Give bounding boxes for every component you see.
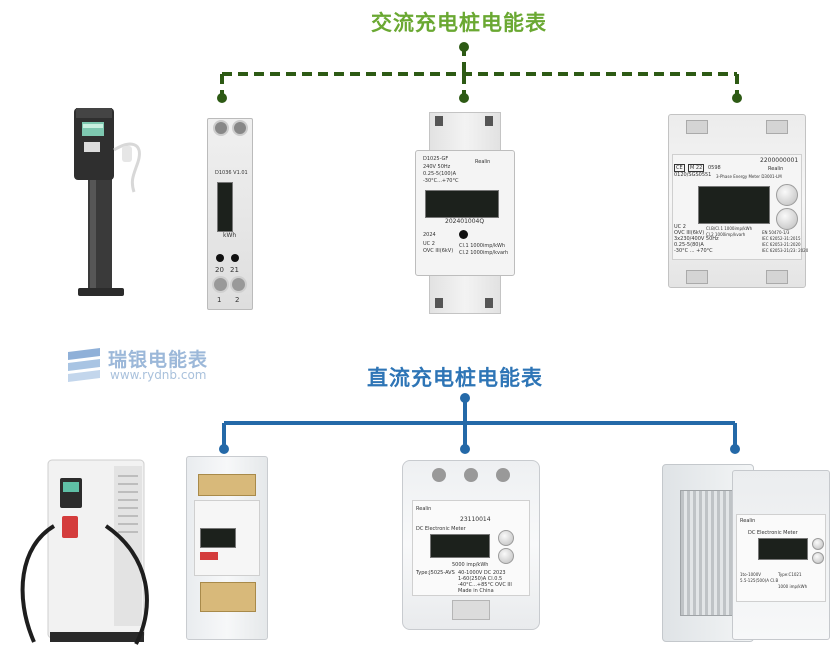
ac-title: 交流充电桩电能表 [371,11,547,35]
dc-meter-2-serial: 23110014 [460,516,491,523]
ac-meter-2-uc: UC 2 [423,241,435,247]
dc-meter-3-type: Type:C1021 [778,572,802,577]
ac-meter-1-image: D1036 V1.01 kWh 20 21 1 2 [205,118,253,312]
dc-connector [222,398,737,447]
dc-title: 直流充电桩电能表 [367,366,543,390]
dc-meter-3-spec2: 5.5-125(500)A CI.B [740,578,779,583]
ac-meter-3-volt: 3x230/400V 50Hz [674,236,719,242]
ac-meter-3-m22: M 22 [688,164,705,172]
ac-meter-3-ovc: OVC III(6kV) [674,230,705,236]
dc-meter-3-spec1: 1to-1000V [740,572,761,577]
dc-meter-2-spec2: 1-60(250)A Cl.0.5 [458,576,503,582]
ac-meter-2-temp: -30°C...+70°C [423,178,459,184]
ac-meter-3-curr: 0.25-5(80)A [674,242,704,248]
dc-meter-2-brand: Realin [416,506,432,512]
dc-meter-2-spec3: -40°C...+85°C OVC III [458,582,512,588]
dc-meter-3-name: DC Electronic Meter [748,530,798,536]
ac-meter-3-image: 2200000001 CE M 22 0598 Realin 0120/SGS0… [668,114,809,288]
dc-meter-2-spec1: 40-1000V DC 2023 [458,570,506,576]
ac-meter-3-cert: 0120/SGS0551 [674,172,712,178]
logo-mark [68,348,100,382]
ac-meter-3-std4: IEC 62053-21/23: 2020 [762,248,809,253]
ac-meter-3-cl: Cl.B/Cl.1 1000imp/kWh [706,226,753,231]
dc-meter-2-name: DC Electronic Meter [416,526,466,532]
ac-meter-1-unit: kWh [223,232,237,239]
ac-meter-1-term-a: 20 [215,266,224,274]
ac-meter-3-uc: UC 2 [674,224,686,230]
ac-meter-3-code: 0598 [708,165,721,171]
dc-meter-3-image: Realin DC Electronic Meter 1to-1000V 5.5… [662,464,832,642]
ac-meter-3-temp: -30°C ... +70°C [674,248,713,254]
ac-meter-2-cl1: Cl.1 1000imp/kWh [459,243,506,249]
dc-charging-pile-image [20,459,149,645]
ac-connector [220,46,739,96]
dc-meter-2-made: Made in China [458,588,494,594]
ac-meter-3-std2: IEC 62052-31:2015 [762,236,801,241]
ac-meter-3-serial: 2200000001 [760,157,799,164]
ac-meter-2-voltage: 240V 50Hz [423,164,451,170]
ac-meter-3-desc: 3-Phase Energy Meter D3001-LM [716,174,782,179]
ac-meter-1-model: D1036 V1.01 [215,170,248,176]
ac-meter-2-brand: Realin [475,159,491,165]
ac-meter-3-brand: Realin [768,166,784,172]
logo-url: www.rydnb.com [110,368,207,382]
ac-meter-3-cl2: Cl.2 1000imp/kvarh [706,232,746,237]
ac-meter-2-serial: 202401004Q [445,218,485,225]
dc-meter-2-type: Type:J5025-AVS [416,570,455,576]
logo-name: 瑞银电能表 [108,349,209,371]
ac-meter-2-cl2: Cl.2 1000imp/kvarh [459,250,509,256]
ac-meter-2-year: 2024 [423,232,436,238]
ac-meter-3-std3: IEC 62053-21:2020 [762,242,801,247]
ac-meter-1-bottom-b: 2 [235,296,240,304]
dc-meter-3-brand: Realin [740,518,756,524]
ac-meter-2-ovc: OVC III(6kV) [423,248,454,254]
dc-meter-3-imp: 1000 imp/kWh [778,584,808,589]
ac-meter-3-ce: CE [674,164,685,172]
ac-meter-2-current: 0.25-5(100)A [423,171,456,177]
ac-meter-2-model: D1025-GF [423,156,449,162]
ac-meter-2-image: D1025-GF Realin 240V 50Hz 0.25-5(100)A -… [415,112,515,314]
ac-meter-1-bottom-a: 1 [217,296,222,304]
dc-meter-2-image: Realin 23110014 DC Electronic Meter 5000… [402,460,540,630]
ac-meter-3-std1: EN 50470-1/3 [762,230,790,235]
dc-meter-1-image [186,456,268,640]
ac-charging-pile-image [74,108,141,296]
ac-meter-1-term-b: 21 [230,266,239,274]
dc-meter-2-imp: 5000 imp/kWh [452,562,489,568]
